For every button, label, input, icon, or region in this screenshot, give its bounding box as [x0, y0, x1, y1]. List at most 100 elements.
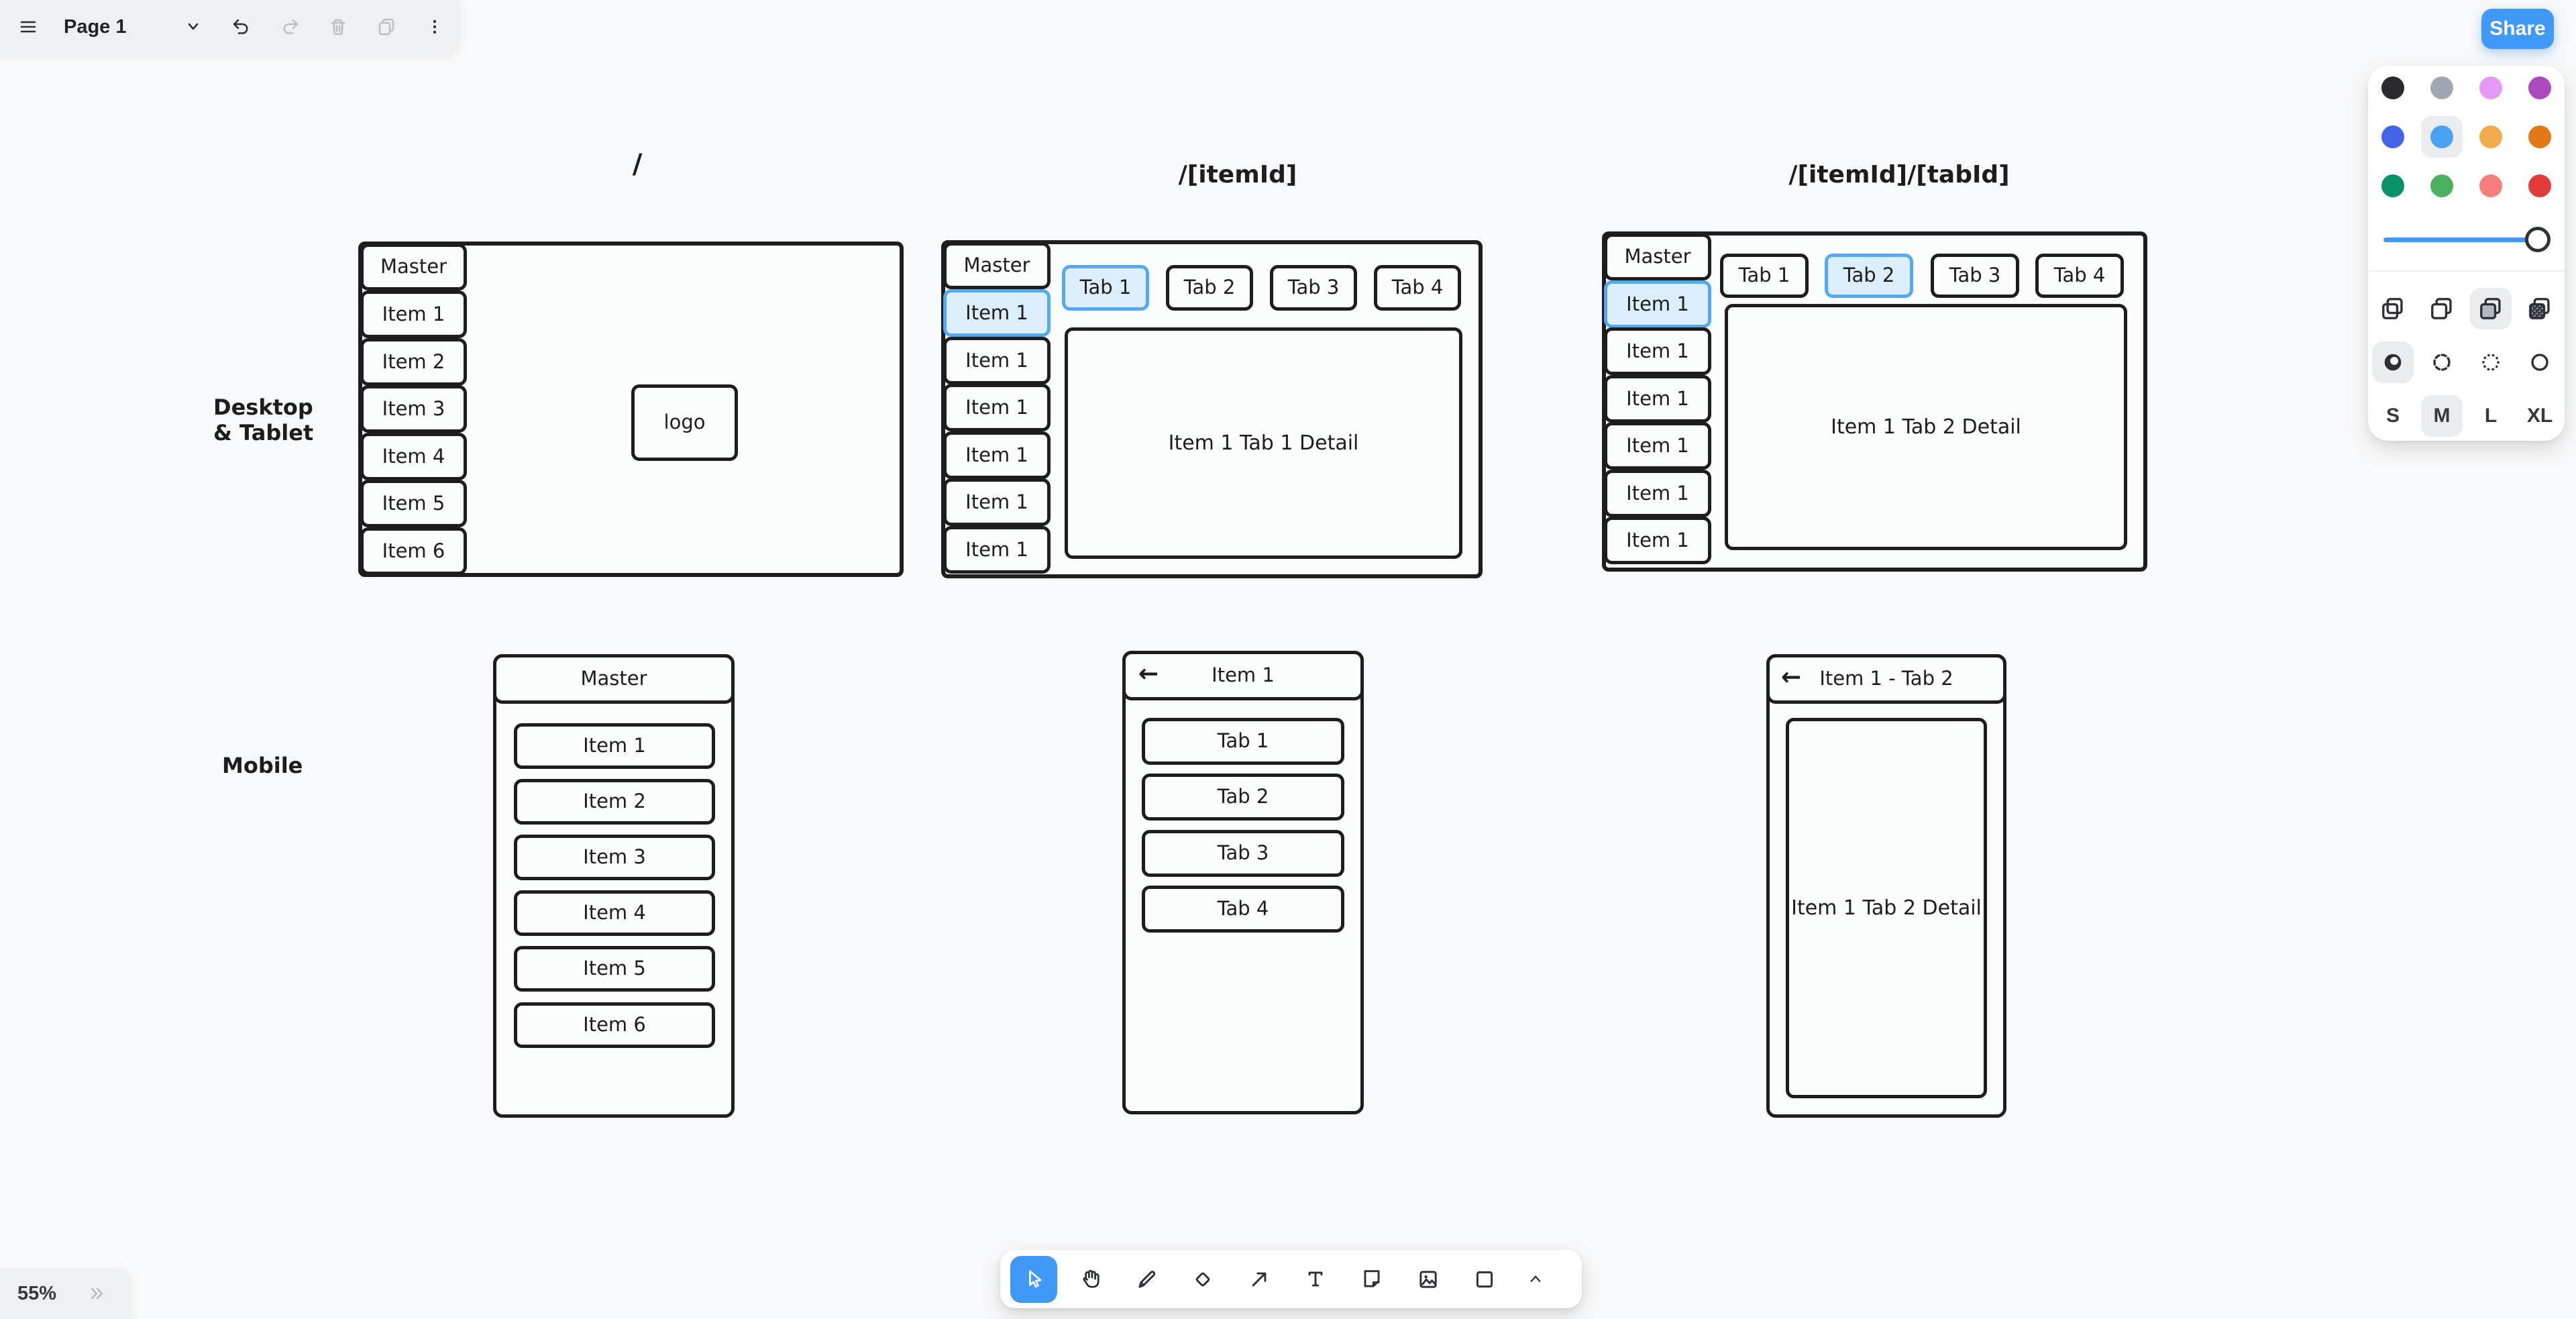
mobile-header[interactable]: Item 1 - Tab 2	[1766, 654, 2006, 704]
fill-none-button[interactable]	[2375, 291, 2410, 326]
sidebar-item[interactable]: Item 1	[1604, 375, 1711, 423]
fill-pattern-button[interactable]	[2522, 291, 2557, 326]
select-tool-selected[interactable]	[1006, 1250, 1062, 1308]
tab-selected[interactable]: Tab 2	[1825, 254, 1913, 298]
row-label-desktop-line1[interactable]: Desktop	[213, 394, 313, 420]
sidebar-item[interactable]: Item 1	[943, 478, 1051, 526]
dash-solid-button[interactable]	[2522, 345, 2557, 380]
sidebar-header-master[interactable]: Master	[943, 242, 1051, 289]
color-swatch-grey[interactable]	[2430, 76, 2453, 99]
sidebar-item[interactable]: Item 6	[360, 527, 467, 575]
sidebar-item[interactable]: Item 1	[943, 431, 1051, 479]
page-name[interactable]: Page 1	[64, 16, 127, 38]
dash-draw-button[interactable]	[2375, 345, 2410, 380]
list-item[interactable]: Item 6	[514, 1002, 715, 1048]
text-tool[interactable]	[1287, 1250, 1344, 1308]
sidebar-item[interactable]: Item 1	[1604, 470, 1711, 517]
more-tools-button[interactable]	[1507, 1250, 1564, 1308]
sidebar-header-master[interactable]: Master	[1604, 233, 1711, 280]
opacity-slider-handle[interactable]	[2525, 227, 2551, 252]
color-swatch-orange[interactable]	[2528, 125, 2551, 148]
sidebar-item[interactable]: Item 1	[1604, 327, 1711, 375]
fill-semi-button[interactable]	[2424, 291, 2459, 326]
size-m-button-selected[interactable]: M	[2421, 395, 2463, 437]
sidebar-item[interactable]: Item 3	[360, 385, 467, 433]
duplicate-button[interactable]	[362, 3, 411, 51]
list-item[interactable]: Tab 1	[1142, 718, 1344, 765]
list-item[interactable]: Item 1	[514, 723, 715, 769]
detail-panel[interactable]: Item 1 Tab 2 Detail	[1725, 304, 2127, 550]
row-label-desktop-line2[interactable]: & Tablet	[213, 420, 314, 445]
more-menu-button[interactable]	[411, 3, 459, 51]
sidebar-item[interactable]: Item 1	[943, 337, 1051, 384]
tab[interactable]: Tab 3	[1931, 254, 2019, 298]
expand-toolbar-button[interactable]	[86, 1282, 109, 1308]
color-swatch-green[interactable]	[2381, 174, 2404, 197]
list-item[interactable]: Item 4	[514, 890, 715, 936]
color-swatch-red[interactable]	[2528, 174, 2551, 197]
rectangle-tool[interactable]	[1456, 1250, 1513, 1308]
size-s-button[interactable]: S	[2385, 405, 2400, 427]
page-menu-button[interactable]	[169, 3, 217, 51]
zoom-level[interactable]: 55%	[17, 1282, 57, 1304]
list-item[interactable]: Tab 4	[1142, 886, 1344, 933]
dash-dashed-button[interactable]	[2424, 345, 2459, 380]
list-item[interactable]: Item 2	[514, 779, 715, 825]
eraser-tool[interactable]	[1175, 1250, 1231, 1308]
sidebar-item[interactable]: Item 4	[360, 433, 467, 480]
detail-panel[interactable]: Item 1 Tab 1 Detail	[1065, 327, 1462, 559]
list-item[interactable]: Tab 2	[1142, 774, 1344, 821]
color-swatch-light-blue-selected[interactable]	[2430, 125, 2453, 148]
opacity-slider-track[interactable]	[2383, 238, 2548, 242]
delete-button[interactable]	[314, 3, 362, 51]
list-item[interactable]: Tab 3	[1142, 830, 1344, 877]
tab[interactable]: Tab 4	[1374, 265, 1461, 311]
undo-button[interactable]	[217, 3, 266, 51]
logo-box[interactable]: logo	[631, 384, 738, 461]
redo-button[interactable]	[266, 3, 314, 51]
tab[interactable]: Tab 2	[1166, 265, 1253, 311]
color-swatch-light-red[interactable]	[2479, 174, 2502, 197]
size-l-button[interactable]: L	[2484, 405, 2498, 427]
fill-solid-button[interactable]	[2473, 291, 2508, 326]
sidebar-item[interactable]: Item 5	[360, 480, 467, 527]
main-menu-button[interactable]	[4, 3, 52, 51]
route-label-item-tab[interactable]: /[itemId]/[tabId]	[1788, 161, 2010, 189]
color-swatch-black[interactable]	[2381, 76, 2404, 99]
sidebar-item[interactable]: Item 1	[943, 384, 1051, 431]
draw-tool[interactable]	[1118, 1250, 1175, 1308]
list-item[interactable]: Item 5	[514, 946, 715, 992]
sidebar-item[interactable]: Item 2	[360, 338, 467, 386]
detail-panel[interactable]: Item 1 Tab 2 Detail	[1786, 718, 1987, 1098]
sidebar-item[interactable]: Item 1	[943, 526, 1051, 574]
color-swatch-yellow[interactable]	[2479, 125, 2502, 148]
hand-tool[interactable]	[1062, 1250, 1118, 1308]
tab[interactable]: Tab 3	[1270, 265, 1357, 311]
sidebar-item[interactable]: Item 1	[1604, 517, 1711, 564]
color-swatch-light-violet[interactable]	[2479, 76, 2502, 99]
sidebar-item-selected[interactable]: Item 1	[1604, 280, 1711, 328]
mobile-header[interactable]: Master	[493, 654, 735, 704]
color-swatch-blue[interactable]	[2381, 125, 2404, 148]
share-button[interactable]: Share	[2481, 9, 2554, 49]
sidebar-header-master[interactable]: Master	[360, 244, 467, 291]
row-label-mobile[interactable]: Mobile	[222, 753, 303, 778]
route-label-item[interactable]: /[itemId]	[1178, 161, 1297, 189]
dash-dotted-button[interactable]	[2473, 345, 2508, 380]
note-tool[interactable]	[1344, 1250, 1400, 1308]
color-swatch-light-green[interactable]	[2430, 174, 2453, 197]
route-label-root[interactable]: /	[632, 149, 643, 180]
back-arrow-icon[interactable]: ←	[1138, 660, 1159, 688]
sidebar-item-selected[interactable]: Item 1	[943, 289, 1051, 337]
sidebar-item[interactable]: Item 1	[360, 291, 467, 338]
back-arrow-icon[interactable]: ←	[1781, 664, 1802, 691]
size-xl-button[interactable]: XL	[2526, 405, 2553, 427]
tab-selected[interactable]: Tab 1	[1062, 265, 1149, 311]
list-item[interactable]: Item 3	[514, 835, 715, 880]
asset-tool[interactable]	[1400, 1250, 1456, 1308]
mobile-header[interactable]: Item 1	[1122, 651, 1364, 700]
color-swatch-violet[interactable]	[2528, 76, 2551, 99]
tab[interactable]: Tab 1	[1720, 254, 1809, 298]
sidebar-item[interactable]: Item 1	[1604, 422, 1711, 470]
